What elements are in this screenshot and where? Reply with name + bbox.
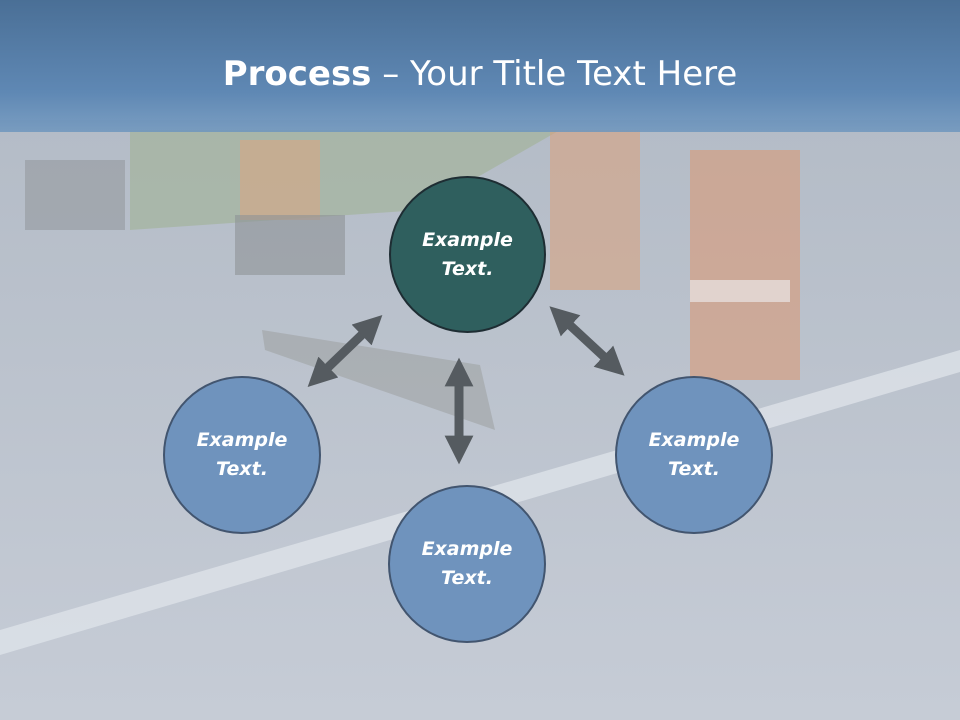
circle-left-line1: Example — [196, 429, 288, 451]
circle-right: Example Text. — [615, 376, 773, 534]
circle-left: Example Text. — [163, 376, 321, 534]
circle-right-line2: Text. — [668, 458, 720, 480]
circle-center-line1: Example — [422, 228, 513, 251]
slide-title: Process – Your Title Text Here — [0, 52, 960, 96]
circle-center: Example Text. — [389, 176, 546, 333]
title-rest: – Your Title Text Here — [371, 54, 738, 94]
circle-bottom: Example Text. — [388, 485, 546, 643]
circle-left-line2: Text. — [216, 458, 268, 480]
circle-bottom-line1: Example — [421, 538, 513, 560]
circle-center-line2: Text. — [441, 257, 494, 280]
circle-right-line1: Example — [648, 429, 740, 451]
circle-bottom-line2: Text. — [441, 567, 493, 589]
title-bold: Process — [222, 54, 372, 94]
header-bar — [0, 0, 960, 132]
